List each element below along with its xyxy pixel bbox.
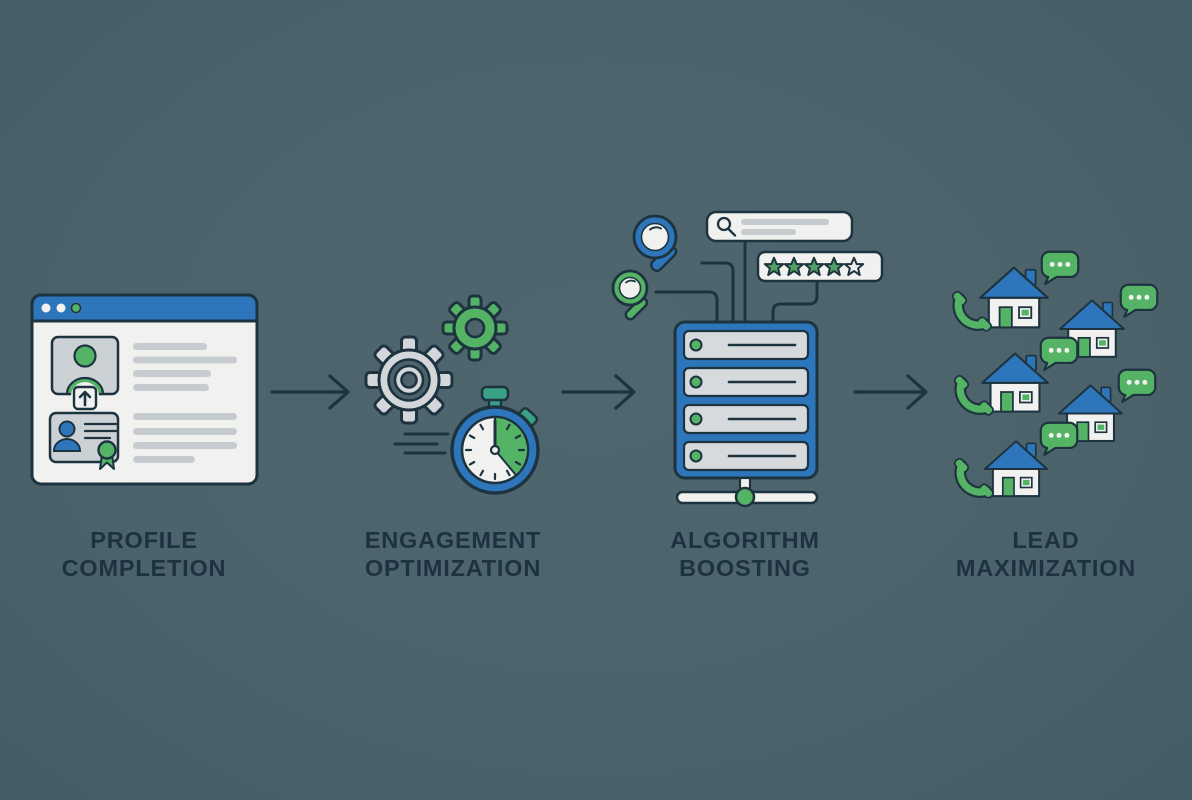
chat-bubble-icon: [1040, 250, 1080, 286]
search-icon: [716, 216, 737, 237]
house-icon: [979, 266, 1049, 329]
houses-calls-messages-icon: [940, 250, 1159, 507]
stopwatch-wedge-icon: [494, 416, 530, 477]
step-label-line: COMPLETION: [61, 554, 227, 581]
step-label-line: MAXIMIZATION: [955, 554, 1137, 581]
star-rating-badge: [756, 250, 884, 283]
step-label-algorithm-boosting: ALGORITHM BOOSTING: [625, 527, 865, 582]
ribbon-badge-icon: [97, 440, 117, 470]
chat-bubble-icon: [1117, 368, 1157, 404]
stopwatch-icon: [450, 385, 540, 495]
chat-bubble-icon: [1039, 336, 1079, 372]
step-engagement-optimization: [355, 285, 565, 500]
step-label-line: BOOSTING: [679, 554, 811, 581]
step-label-line: PROFILE: [90, 527, 198, 553]
arrow-right-icon: [270, 374, 350, 410]
window-dot-icon: [41, 303, 51, 313]
gear-green-icon: [441, 294, 509, 362]
step-label-line: ALGORITHM: [670, 527, 820, 553]
step-label-line: OPTIMIZATION: [364, 554, 542, 581]
id-card-icon: [48, 411, 120, 470]
gear-gray-icon: [364, 335, 454, 425]
window-dot-icon: [56, 303, 66, 313]
search-bar-icon: [705, 210, 854, 243]
step-label-lead-maximization: LEAD MAXIMIZATION: [926, 527, 1166, 582]
connector-lines-icon: [654, 239, 819, 324]
step-algorithm-boosting: [598, 205, 888, 511]
step-profile-completion: [30, 292, 260, 492]
speed-lines-icon: [393, 432, 450, 455]
server-rack-icon: [673, 320, 819, 480]
step-label-line: LEAD: [1012, 527, 1080, 553]
star-icon: [823, 256, 845, 276]
window-dot-green-icon: [70, 302, 82, 314]
phone-icon: [953, 457, 994, 499]
text-lines-icon: [133, 343, 237, 463]
star-icon: [803, 256, 825, 276]
chat-bubble-icon: [1119, 283, 1159, 319]
window-titlebar-icon: [30, 293, 259, 323]
magnifier-blue-icon: [632, 214, 678, 273]
star-icon: [843, 256, 865, 276]
star-icon: [763, 256, 785, 276]
chat-bubble-icon: [1039, 421, 1079, 457]
server-search-rating-icon: [611, 210, 884, 508]
upload-arrow-icon: [72, 385, 98, 411]
step-label-engagement-optimization: ENGAGEMENT OPTIMIZATION: [333, 527, 573, 582]
step-label-line: ENGAGEMENT: [364, 527, 542, 553]
step-label-profile-completion: PROFILE COMPLETION: [24, 527, 264, 582]
network-node-icon: [675, 476, 819, 508]
star-icon: [783, 256, 805, 276]
browser-profile-window-icon: [30, 293, 259, 486]
magnifier-green-icon: [611, 269, 649, 321]
house-icon: [983, 440, 1049, 498]
house-icon: [981, 352, 1049, 413]
gears-stopwatch-icon: [364, 294, 540, 495]
step-lead-maximization: [940, 245, 1165, 507]
